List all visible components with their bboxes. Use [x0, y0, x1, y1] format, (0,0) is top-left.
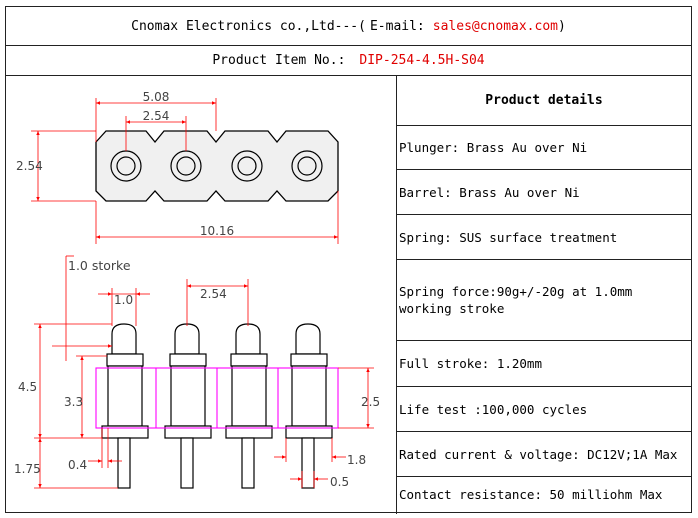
pins — [101, 323, 333, 489]
dim-height-top: 2.54 — [16, 159, 43, 173]
product-details-table: Product details Plunger: Brass Au over N… — [397, 76, 691, 512]
dim-pitch-top: 2.54 — [143, 109, 170, 123]
details-title: Product details — [397, 76, 691, 126]
side-view: 1.0 storke 1.0 2.54 4.5 3.3 2.5 1.75 0.4… — [14, 255, 380, 489]
product-item-label: Product Item No.: — [212, 53, 346, 68]
detail-contact-resistance: Contact resistance: 50 milliohm Max — [399, 487, 663, 502]
dim-total-height: 4.5 — [18, 380, 37, 394]
detail-full-stroke: Full stroke: 1.20mm — [397, 341, 691, 387]
detail-life-test: Life test :100,000 cycles — [397, 387, 691, 432]
detail-spring: Spring: SUS surface treatment — [397, 215, 691, 260]
detail-barrel: Barrel: Brass Au over Ni — [397, 170, 691, 215]
dim-length: 10.16 — [200, 224, 234, 238]
drawing-svg: 5.08 2.54 2.54 10.16 — [14, 90, 380, 489]
product-item-number: DIP-254-4.5H-S04 — [359, 53, 485, 68]
detail-rated: Rated current & voltage: DC12V;1A Max — [397, 432, 691, 477]
product-item-row: Product Item No.: DIP-254-4.5H-S04 — [6, 46, 691, 76]
dim-step: 0.4 — [68, 458, 87, 472]
stroke-note: 1.0 storke — [68, 258, 131, 273]
company-name: Cnomax Electronics co.,Ltd — [131, 18, 335, 34]
header-close: ) — [558, 18, 566, 34]
company-header: Cnomax Electronics co.,Ltd ---( E-mail: … — [6, 7, 691, 46]
header-outline — [95, 130, 339, 202]
top-view: 5.08 2.54 2.54 10.16 — [16, 90, 339, 244]
dim-tail-length: 1.75 — [14, 462, 41, 476]
dim-tail-dia: 0.5 — [330, 475, 349, 489]
dim-plunger-dia: 1.0 — [114, 293, 133, 307]
email-label: E-mail: — [369, 18, 425, 34]
detail-plunger: Plunger: Brass Au over Ni — [397, 126, 691, 170]
insulator-outline — [95, 367, 339, 429]
technical-drawing: 5.08 2.54 2.54 10.16 — [6, 76, 397, 514]
spec-sheet: Cnomax Electronics co.,Ltd ---( E-mail: … — [5, 6, 692, 514]
dim-pitch-side: 2.54 — [200, 287, 227, 301]
header-separator: ---( — [334, 18, 366, 34]
email-link[interactable]: sales@cnomax.com — [432, 18, 558, 34]
dim-flange-dia: 1.8 — [347, 453, 366, 467]
dim-insulator-height: 2.5 — [361, 395, 380, 409]
detail-spring-force: Spring force:90g+/-20g at 1.0mm working … — [397, 260, 691, 341]
dim-body-height: 3.3 — [64, 395, 83, 409]
top-holes — [110, 150, 323, 182]
dim-pitch-outer: 5.08 — [143, 90, 170, 104]
